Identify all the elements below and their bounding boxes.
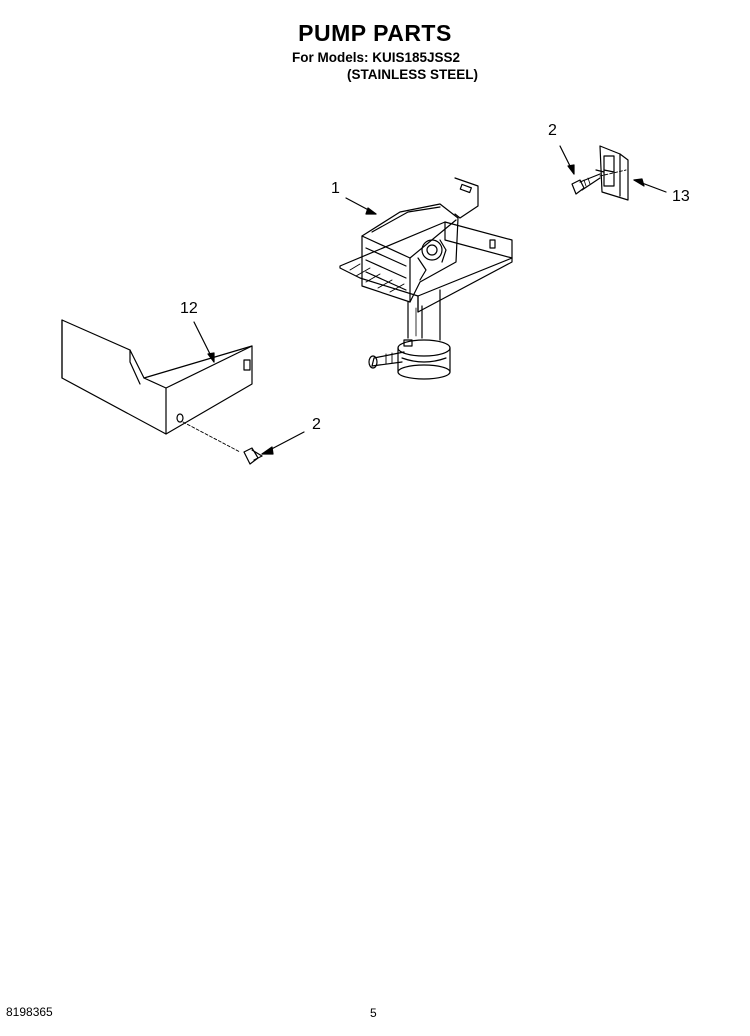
leader-12 — [193, 321, 215, 363]
model-line: For Models: KUIS185JSS2 — [292, 50, 461, 65]
pump-assembly — [339, 177, 513, 380]
shield-12 — [61, 319, 253, 453]
screw-bottom — [243, 447, 263, 465]
screw-top — [571, 169, 627, 195]
leader-13 — [633, 178, 667, 193]
model-variant: (STAINLESS STEEL) — [347, 67, 479, 82]
page-number: 5 — [370, 1006, 377, 1020]
callout-2-top: 2 — [548, 122, 557, 139]
callout-1: 1 — [331, 180, 340, 197]
callout-12: 12 — [180, 300, 198, 317]
page-title: PUMP PARTS — [298, 20, 452, 46]
callout-13: 13 — [672, 188, 690, 205]
leader-2-bottom — [261, 431, 305, 455]
leader-1 — [345, 197, 377, 215]
document-part-number: 8198365 — [6, 1005, 53, 1019]
bracket-13 — [595, 145, 629, 201]
leader-2-top — [559, 145, 575, 175]
callout-2-bottom: 2 — [312, 416, 321, 433]
